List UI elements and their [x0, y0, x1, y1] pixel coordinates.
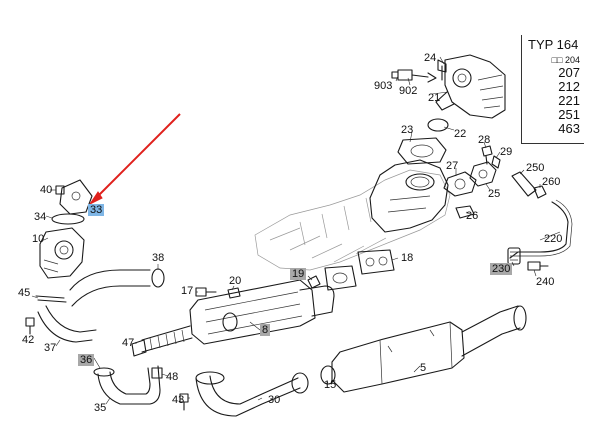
- label-15: 15: [324, 379, 337, 391]
- model-type-title: TYP 164: [528, 37, 579, 52]
- gasket-22-ring: [427, 118, 449, 132]
- label-22: 22: [454, 128, 467, 140]
- pipe-30: [195, 375, 301, 417]
- sensor-902: [397, 69, 437, 83]
- gasket-34: [51, 213, 85, 225]
- bolt-43: [179, 393, 189, 411]
- label-8: 8: [260, 324, 271, 336]
- label-47: 47: [122, 337, 135, 349]
- label-220: 220: [544, 233, 563, 245]
- label-260: 260: [542, 176, 561, 188]
- egr-valve-10: [39, 227, 85, 279]
- label-24: 24: [424, 52, 437, 64]
- flange-30: [195, 371, 225, 385]
- label-43: 43: [172, 394, 185, 406]
- gasket-26: [455, 205, 475, 219]
- gasket-38-ring: [151, 268, 165, 288]
- model-variant: □□ 204: [551, 55, 580, 65]
- model-variant-list: □□ 204 207 212 221 251 463: [552, 54, 580, 136]
- clamp-20: [227, 287, 241, 299]
- fitting-230: [507, 247, 521, 265]
- label-240: 240: [536, 276, 555, 288]
- label-26: 26: [466, 210, 479, 222]
- model-variant: 212: [558, 79, 580, 94]
- label-30: 30: [268, 394, 281, 406]
- pipe-35: [97, 365, 161, 405]
- bolt-903: [391, 71, 399, 79]
- flange-27: [443, 171, 477, 197]
- clip-29: [491, 155, 501, 169]
- label-17: 17: [181, 285, 194, 297]
- bolt-19: [307, 275, 321, 289]
- gasket-23: [397, 137, 447, 165]
- egr-cooler-8: [189, 279, 335, 345]
- label-37: 37: [44, 342, 57, 354]
- exhaust-manifold: [369, 159, 449, 233]
- flange-gasket-19: [324, 265, 357, 291]
- model-type-box: TYP 164 □□ 204 207 212 221 251 463: [521, 35, 584, 144]
- catalytic-converter-5: [331, 305, 527, 393]
- gasket-18: [357, 249, 395, 275]
- bolt-28: [481, 145, 493, 165]
- gasket-47: [131, 339, 147, 357]
- bolt-40: [55, 185, 65, 195]
- bolt-17: [195, 287, 217, 297]
- pointer-arrow: [88, 113, 181, 206]
- nut-260: [533, 185, 547, 199]
- model-variant: 221: [558, 93, 580, 108]
- model-variant: 207: [558, 65, 580, 80]
- label-38: 38: [152, 252, 165, 264]
- label-230: 230: [490, 263, 513, 275]
- label-21: 21: [428, 92, 441, 104]
- label-18: 18: [401, 252, 414, 264]
- label-10: 10: [32, 233, 45, 245]
- engine-block-outline: [254, 169, 451, 271]
- pipe-37: [37, 305, 97, 343]
- label-250: 250: [526, 162, 545, 174]
- label-48: 48: [166, 371, 179, 383]
- model-variant: 251: [558, 107, 580, 122]
- bracket-45: [35, 295, 67, 303]
- label-35: 35: [94, 402, 107, 414]
- valve-25: [469, 161, 497, 187]
- label-28: 28: [478, 134, 491, 146]
- pipe-38: [69, 269, 151, 291]
- label-25: 25: [488, 188, 501, 200]
- label-34: 34: [34, 211, 47, 223]
- bolt-240: [527, 261, 549, 271]
- label-23: 23: [401, 124, 414, 136]
- label-45: 45: [18, 287, 31, 299]
- label-40: 40: [40, 184, 53, 196]
- pipe-250: [511, 171, 537, 197]
- gasket-36: [93, 367, 115, 377]
- gasket-15: [320, 365, 336, 385]
- label-902: 902: [399, 85, 418, 97]
- label-36: 36: [78, 354, 95, 366]
- label-27: 27: [446, 160, 459, 172]
- leader-lines: [29, 56, 561, 405]
- label-33: 33: [88, 204, 105, 216]
- label-5: 5: [420, 362, 427, 374]
- model-variant: 463: [558, 121, 580, 136]
- label-903: 903: [374, 80, 393, 92]
- bolt-48: [151, 367, 163, 379]
- pipe-220: [509, 201, 569, 259]
- label-29: 29: [500, 146, 513, 158]
- bracket-33: [59, 179, 93, 215]
- label-20: 20: [229, 275, 242, 287]
- egr-actuator-21: [435, 54, 506, 119]
- label-42: 42: [22, 334, 35, 346]
- label-19: 19: [290, 268, 307, 280]
